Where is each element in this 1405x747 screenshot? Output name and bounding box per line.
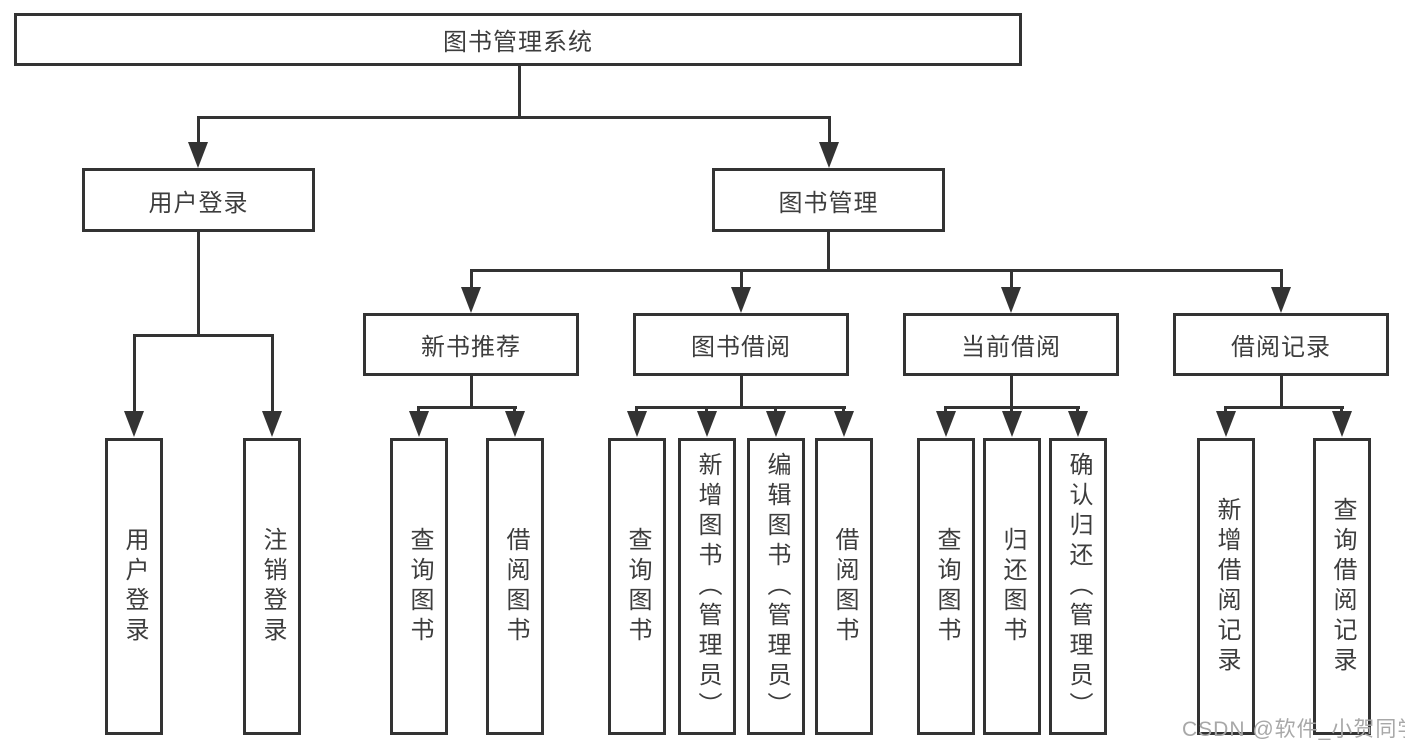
arrow-down-icon <box>124 411 144 437</box>
node-user-login-label: 用户登录 <box>148 189 249 217</box>
node-root-label: 图书管理系统 <box>443 29 593 56</box>
watermark: CSDN @软件_小贺同学 <box>1182 713 1405 743</box>
node-borrow-record: 借阅记录 <box>1173 313 1389 376</box>
connector-drop <box>470 269 473 289</box>
leaf-label: 新增图书（管理员） <box>694 451 721 722</box>
leaf-label: 新增借阅记录 <box>1213 496 1240 677</box>
connector-drop <box>774 406 777 415</box>
leaf-query-books-2: 查询图书 <box>608 438 666 735</box>
arrow-down-icon <box>1216 411 1236 437</box>
leaf-borrow-books-2: 借阅图书 <box>815 438 873 735</box>
leaf-add-books-admin: 新增图书（管理员） <box>678 438 736 735</box>
connector-stem <box>740 376 743 409</box>
leaf-label: 注销登录 <box>259 526 286 647</box>
leaf-edit-books-admin: 编辑图书（管理员） <box>747 438 805 735</box>
connector-drop <box>740 269 743 289</box>
leaf-borrow-books-1: 借阅图书 <box>486 438 544 735</box>
leaf-label: 借阅图书 <box>831 526 858 647</box>
connector-stem <box>1010 376 1013 409</box>
leaf-label: 借阅图书 <box>502 526 529 647</box>
watermark-text: CSDN @软件_小贺同学 <box>1182 718 1405 741</box>
connector-l3-rail <box>470 269 1282 272</box>
arrow-down-icon <box>1002 411 1022 437</box>
arrow-down-icon <box>461 287 481 313</box>
leaf-user-login: 用户登录 <box>105 438 163 735</box>
arrow-down-icon <box>1271 287 1291 313</box>
leaf-add-borrow-record: 新增借阅记录 <box>1197 438 1255 735</box>
connector-drop <box>1224 406 1227 415</box>
connector-stem <box>470 376 473 409</box>
connector-root-stem <box>518 64 521 118</box>
arrow-down-icon <box>936 411 956 437</box>
arrow-down-icon <box>697 411 717 437</box>
connector-drop <box>271 334 274 412</box>
connector-drop <box>1340 406 1343 415</box>
node-new-book-recommend: 新书推荐 <box>363 313 579 376</box>
arrow-down-icon <box>188 142 208 168</box>
arrow-down-icon <box>627 411 647 437</box>
node-root: 图书管理系统 <box>14 13 1022 66</box>
node-borrow-record-label: 借阅记录 <box>1231 334 1331 361</box>
leaf-label: 查询图书 <box>624 526 651 647</box>
leaf-return-books: 归还图书 <box>983 438 1041 735</box>
node-user-login: 用户登录 <box>82 168 315 232</box>
leaf-label: 编辑图书（管理员） <box>763 451 790 722</box>
connector-drop <box>635 406 638 415</box>
leaf-label: 查询图书 <box>933 526 960 647</box>
connector-drop <box>944 406 947 415</box>
leaf-label: 归还图书 <box>999 526 1026 647</box>
leaf-query-borrow-record: 查询借阅记录 <box>1313 438 1371 735</box>
connector-l1-drop-right <box>828 116 831 144</box>
node-book-borrow: 图书借阅 <box>633 313 849 376</box>
connector-user-login-stem <box>197 232 200 337</box>
connector-l1-rail <box>197 116 831 119</box>
leaf-label: 确认归还（管理员） <box>1065 451 1092 722</box>
connector-user-login-rail <box>133 334 274 337</box>
connector-group-rail <box>418 406 517 409</box>
node-book-management: 图书管理 <box>712 168 945 232</box>
connector-drop <box>705 406 708 415</box>
arrow-down-icon <box>834 411 854 437</box>
node-book-borrow-label: 图书借阅 <box>691 334 791 361</box>
connector-drop <box>417 406 420 415</box>
leaf-label: 查询借阅记录 <box>1329 496 1356 677</box>
connector-group-rail <box>636 406 846 409</box>
node-new-book-recommend-label: 新书推荐 <box>421 334 521 361</box>
connector-drop <box>842 406 845 415</box>
leaf-label: 用户登录 <box>121 526 148 647</box>
connector-drop <box>513 406 516 415</box>
connector-drop <box>133 334 136 412</box>
leaf-query-books-3: 查询图书 <box>917 438 975 735</box>
connector-l1-drop-left <box>197 116 200 144</box>
connector-book-mgmt-stem <box>827 232 830 272</box>
arrow-down-icon <box>1332 411 1352 437</box>
connector-drop <box>1280 269 1283 289</box>
arrow-down-icon <box>819 142 839 168</box>
arrow-down-icon <box>731 287 751 313</box>
connector-drop <box>1010 406 1013 415</box>
connector-drop <box>1076 406 1079 415</box>
leaf-confirm-return-admin: 确认归还（管理员） <box>1049 438 1107 735</box>
arrow-down-icon <box>1068 411 1088 437</box>
node-current-borrow-label: 当前借阅 <box>961 334 1061 361</box>
leaf-query-books-1: 查询图书 <box>390 438 448 735</box>
arrow-down-icon <box>1001 287 1021 313</box>
node-current-borrow: 当前借阅 <box>903 313 1119 376</box>
leaf-logout: 注销登录 <box>243 438 301 735</box>
arrow-down-icon <box>505 411 525 437</box>
arrow-down-icon <box>766 411 786 437</box>
arrow-down-icon <box>409 411 429 437</box>
connector-group-rail <box>1225 406 1344 409</box>
node-book-management-label: 图书管理 <box>778 189 879 217</box>
leaf-label: 查询图书 <box>406 526 433 647</box>
connector-stem <box>1280 376 1283 409</box>
arrow-down-icon <box>262 411 282 437</box>
connector-drop <box>1010 269 1013 289</box>
